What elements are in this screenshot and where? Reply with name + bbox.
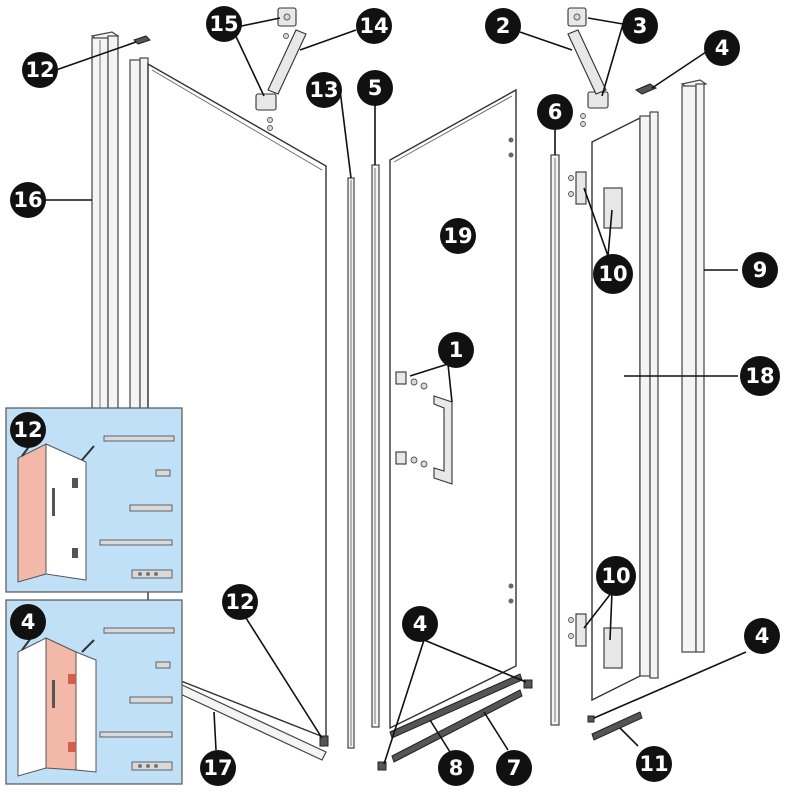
callout-19: 19 xyxy=(440,218,476,254)
svg-text:10: 10 xyxy=(598,262,627,286)
stabiliser-bar-14 xyxy=(267,29,307,95)
callout-12-top: 12 xyxy=(22,52,58,88)
callout-10-top: 10 xyxy=(593,254,633,294)
svg-text:7: 7 xyxy=(507,756,522,780)
svg-text:2: 2 xyxy=(496,14,511,38)
seal-13 xyxy=(347,177,355,749)
callout-6: 6 xyxy=(537,94,573,130)
bracket-15 xyxy=(255,7,297,131)
callout-10-bottom: 10 xyxy=(596,556,636,596)
svg-text:4: 4 xyxy=(755,624,770,648)
fixed-panel-profile xyxy=(129,57,149,421)
hinge-10-bottom xyxy=(568,613,623,669)
leader-lines xyxy=(45,17,747,765)
end-clip-bottom xyxy=(319,735,329,747)
seal-6 xyxy=(550,154,560,726)
svg-text:16: 16 xyxy=(13,188,42,212)
callout-18: 18 xyxy=(740,356,780,396)
callout-13: 13 xyxy=(306,72,342,108)
callout-16: 16 xyxy=(10,182,46,218)
callout-17: 17 xyxy=(200,750,236,786)
wall-clip-top xyxy=(133,35,151,45)
callout-9: 9 xyxy=(742,252,778,288)
wall-profile-left xyxy=(90,31,120,419)
svg-text:13: 13 xyxy=(309,78,338,102)
svg-text:12: 12 xyxy=(25,58,54,82)
bracket-3 xyxy=(567,7,609,127)
inset-callout-12: 12 xyxy=(10,412,46,448)
inset-panel-4 xyxy=(5,599,183,785)
inset-screws-4 xyxy=(99,627,175,771)
svg-text:18: 18 xyxy=(745,364,774,388)
callout-4-mid: 4 xyxy=(402,606,438,642)
callout-3: 3 xyxy=(622,8,658,44)
callout-4-right: 4 xyxy=(744,618,780,654)
inset-callout-4: 4 xyxy=(10,604,46,640)
svg-text:4: 4 xyxy=(715,36,730,60)
svg-text:10: 10 xyxy=(601,564,630,588)
svg-text:8: 8 xyxy=(449,756,464,780)
wall-profile-9 xyxy=(680,79,708,653)
svg-text:4: 4 xyxy=(413,612,428,636)
svg-text:14: 14 xyxy=(359,14,388,38)
svg-text:11: 11 xyxy=(639,752,668,776)
svg-text:17: 17 xyxy=(203,756,232,780)
side-profile xyxy=(639,111,659,679)
callout-8: 8 xyxy=(438,750,474,786)
callout-2: 2 xyxy=(485,8,521,44)
handle-1 xyxy=(395,371,453,485)
seal-5 xyxy=(371,164,380,728)
callout-14: 14 xyxy=(356,8,392,44)
svg-text:12: 12 xyxy=(13,418,42,442)
callout-7: 7 xyxy=(496,750,532,786)
bottom-seal-7 xyxy=(391,689,523,763)
svg-text:1: 1 xyxy=(449,338,464,362)
inset-screws-12 xyxy=(99,435,175,579)
callout-12-bottom: 12 xyxy=(222,584,258,620)
wall-clip-4-top xyxy=(634,83,658,95)
svg-text:6: 6 xyxy=(548,100,563,124)
svg-text:5: 5 xyxy=(368,76,383,100)
callout-5: 5 xyxy=(357,70,393,106)
callout-1: 1 xyxy=(438,332,474,368)
svg-text:12: 12 xyxy=(225,590,254,614)
callout-15: 15 xyxy=(206,6,242,42)
bottom-clips-4 xyxy=(377,679,533,771)
callout-4-top: 4 xyxy=(704,30,740,66)
callout-11: 11 xyxy=(636,746,672,782)
bottom-seal-11 xyxy=(587,711,643,741)
hinge-10-top xyxy=(568,171,623,229)
svg-text:19: 19 xyxy=(443,224,472,248)
svg-text:15: 15 xyxy=(209,12,238,36)
svg-text:4: 4 xyxy=(21,610,36,634)
stabiliser-bar-2 xyxy=(567,29,607,95)
svg-text:3: 3 xyxy=(633,14,648,38)
svg-text:9: 9 xyxy=(753,258,768,282)
door-glass-19 xyxy=(389,88,517,730)
